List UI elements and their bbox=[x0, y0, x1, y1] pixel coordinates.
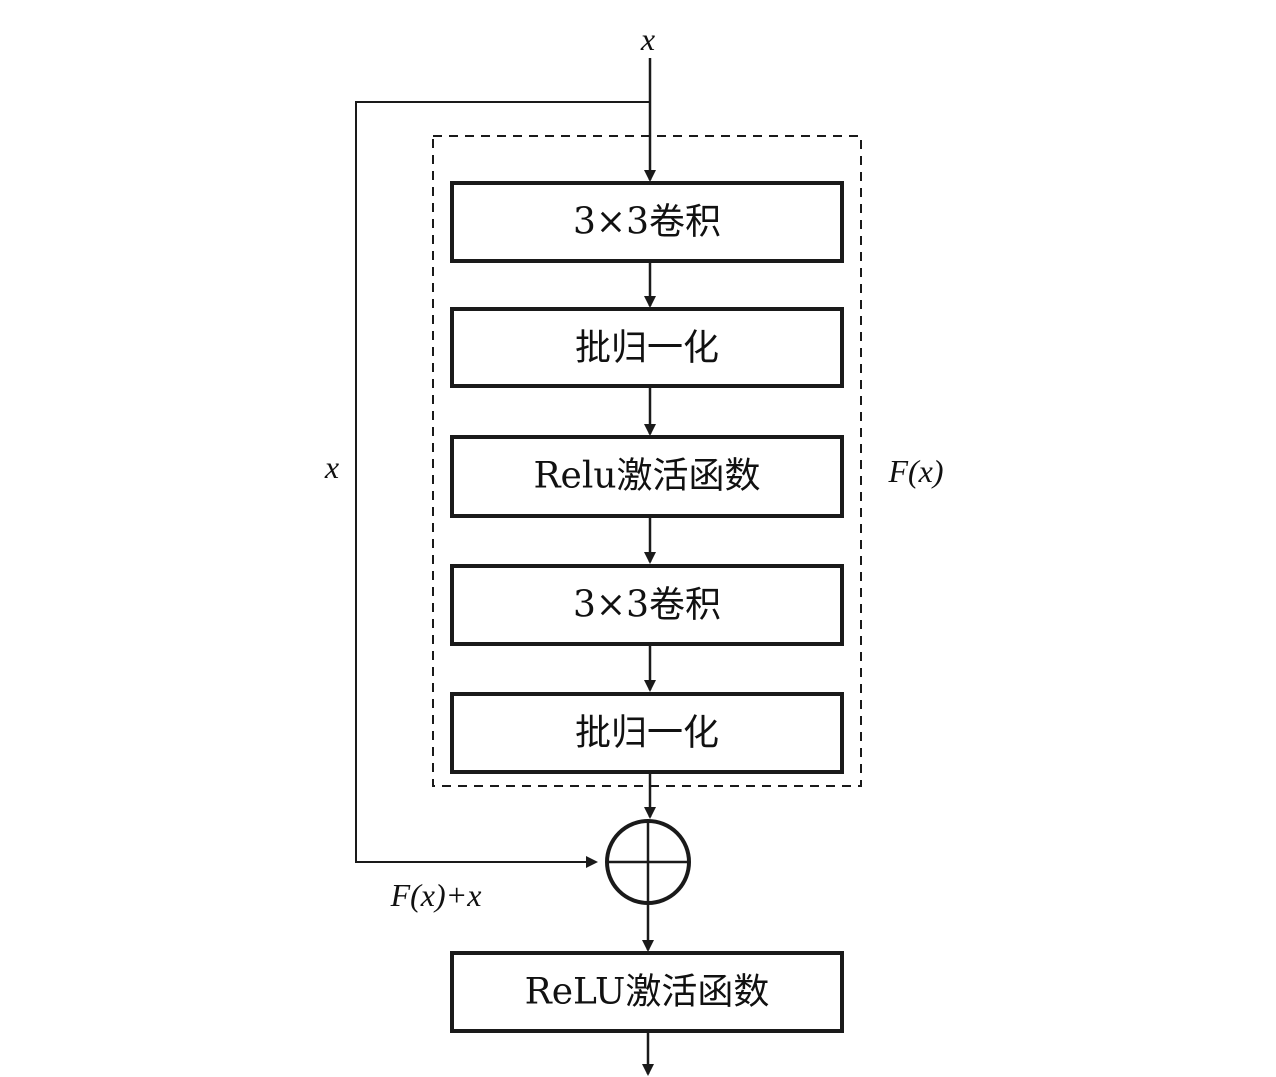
residual-function-label: F(x) bbox=[887, 453, 943, 489]
layer-label-relu: Relu激活函数 bbox=[533, 456, 760, 497]
layer-box-relu bbox=[450, 435, 844, 518]
skip-connection-label: x bbox=[324, 449, 339, 485]
layer-label-batchnorm-1: 批归一化 bbox=[575, 328, 719, 369]
addition-node bbox=[605, 819, 691, 905]
layer-box-conv-1 bbox=[450, 181, 844, 263]
output-relu-label: ReLU激活函数 bbox=[525, 972, 770, 1013]
layer-box-batchnorm-1 bbox=[450, 307, 844, 388]
output-relu-box bbox=[450, 951, 844, 1033]
layer-box-batchnorm-2 bbox=[450, 692, 844, 774]
layer-label-conv-2: 3×3卷积 bbox=[573, 585, 721, 626]
residual-function-boundary bbox=[432, 135, 862, 787]
input-label: x bbox=[640, 21, 655, 57]
layer-label-conv-1: 3×3卷积 bbox=[573, 202, 721, 243]
sum-label: F(x)+x bbox=[390, 877, 482, 913]
layer-box-conv-2 bbox=[450, 564, 844, 646]
layer-label-batchnorm-2: 批归一化 bbox=[575, 713, 719, 754]
skip-connection-line bbox=[355, 101, 650, 868]
